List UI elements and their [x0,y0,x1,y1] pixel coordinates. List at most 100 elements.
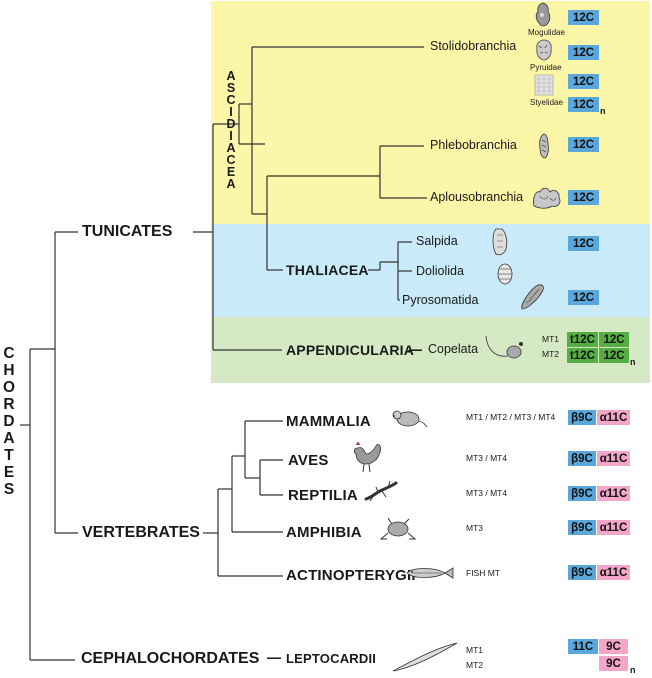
pyruidae-icon [536,39,552,61]
mammalia-mt-label: MT1 / MT2 / MT3 / MT4 [466,412,556,422]
vertical-letter: C [226,153,236,167]
vertical-letter: I [229,129,233,143]
aplousobranchia-label: Aplousobranchia [430,190,524,204]
vertebrates-label: VERTEBRATES [82,524,200,541]
amphibia-label: AMPHIBIA [286,524,362,541]
vertical-letter: I [229,105,233,119]
copelata-label: Copelata [428,342,479,356]
motif-12c-pyrosomatida: 12C [568,290,599,305]
motif-a11c-mammalia: α11C [597,410,630,425]
motif-a11c-reptilia: α11C [597,486,630,501]
leptocardii-mt2-label: MT2 [466,660,483,670]
cephalochordates-label: CEPHALOCHORDATES [81,650,260,667]
salpida-label: Salpida [416,234,458,248]
motif-b9c-amphibia: β9C [568,520,596,535]
motif-12c-mt1: 12C [599,332,629,347]
doliolida-label: Doliolida [416,264,464,278]
tunicates-label: TUNICATES [82,223,173,240]
thaliacea-label: THALIACEA [286,262,369,278]
ascidiacea-panel [211,1,650,224]
lizard-icon [364,480,398,502]
pyruidae-label: Pyruidae [530,63,562,72]
vertical-letter: O [2,379,16,396]
reptilia-mt-label: MT3 / MT4 [466,488,508,498]
reptilia-label: REPTILIA [288,487,358,504]
motif-b9c-reptilia: β9C [568,486,596,501]
actinopterygii-label: ACTINOPTERYGII [286,567,416,584]
motif-12c-aplousobranchia: 12C [568,190,599,205]
motif-b9c-aves: β9C [568,451,596,466]
aves-mt-label: MT3 / MT4 [466,453,508,463]
leptocardii-label: LEPTOCARDII [286,651,377,666]
lancelet-icon [392,642,458,672]
mouse-icon [392,410,428,428]
motif-9c-mt1: 9C [599,639,628,654]
copelata-mt1-label: MT1 [542,334,559,344]
vertical-letter: H [3,362,15,379]
motif-a11c-amphibia: α11C [597,520,630,535]
motif-12c-salpida: 12C [568,236,599,251]
vertical-letter: A [226,141,236,155]
stolidobranchia-label: Stolidobranchia [430,39,517,53]
motif-a11c-aves: α11C [597,451,630,466]
motif-11c-mt1: 11C [568,639,598,654]
aves-label: AVES [288,452,329,469]
vertical-letter: T [4,447,14,464]
motif-12c-mogulidae: 12C [568,10,599,25]
cephalochordates-dash: — [267,649,281,665]
styelidae-label: Styelidae [530,98,563,107]
appendicularia-dash: — [408,341,422,357]
motif-12c-styelidae-2: 12C [568,97,599,112]
vertical-letter: C [3,345,15,362]
salpida-icon [492,228,508,256]
motif-b9c-actinopterygii: β9C [568,565,596,580]
motif-12c-pyruidae: 12C [568,45,599,60]
doliolida-icon [497,263,513,285]
vertical-letter: E [226,165,236,179]
vertical-letter: S [3,481,15,498]
pyrosomatida-label: Pyrosomatida [402,293,479,307]
vertical-letter: D [226,117,236,131]
motif-b9c-mammalia: β9C [568,410,596,425]
motif-12c-phlebobranchia: 12C [568,137,599,152]
fish-mt-label: FISH MT [466,568,500,578]
styelidae-n-subscript: n [600,106,606,116]
motif-12c-styelidae-1: 12C [568,74,599,89]
motif-t12c-mt1: t12C [567,332,598,347]
vertical-letter: C [226,93,236,107]
vertical-letter: A [3,430,15,447]
motif-12c-mt2: 12C [599,348,629,363]
frog-icon [379,517,417,540]
aplousobranchia-icon [533,187,561,209]
amphibia-mt-label: MT3 [466,523,483,533]
copelata-icon [485,335,523,359]
leptocardii-mt1-label: MT1 [466,645,483,655]
pyrosomatida-icon [521,284,544,310]
styelidae-icon [534,74,554,96]
motif-t12c-mt2: t12C [567,348,598,363]
vertical-letter: E [3,464,15,481]
phlebobranchia-icon [539,133,549,159]
phlebobranchia-label: Phlebobranchia [430,138,517,152]
mogulidae-icon [535,2,551,27]
motif-9c-mt2: 9C [599,656,628,671]
leptocardii-n-subscript: n [630,665,636,675]
fish-icon [406,567,454,579]
vertical-letter: A [226,69,236,83]
vertical-letter: A [226,177,236,191]
rooster-icon [353,441,381,473]
mogulidae-label: Mogulidae [528,28,565,37]
vertical-letter: R [3,396,15,413]
motif-a11c-actinopterygii: α11C [597,565,630,580]
copelata-n-subscript: n [630,357,636,367]
vertical-letter: S [226,81,236,95]
appendicularia-label: APPENDICULARIA [286,342,415,358]
mammalia-label: MAMMALIA [286,413,371,430]
vertical-letter: D [3,413,15,430]
copelata-mt2-label: MT2 [542,349,559,359]
